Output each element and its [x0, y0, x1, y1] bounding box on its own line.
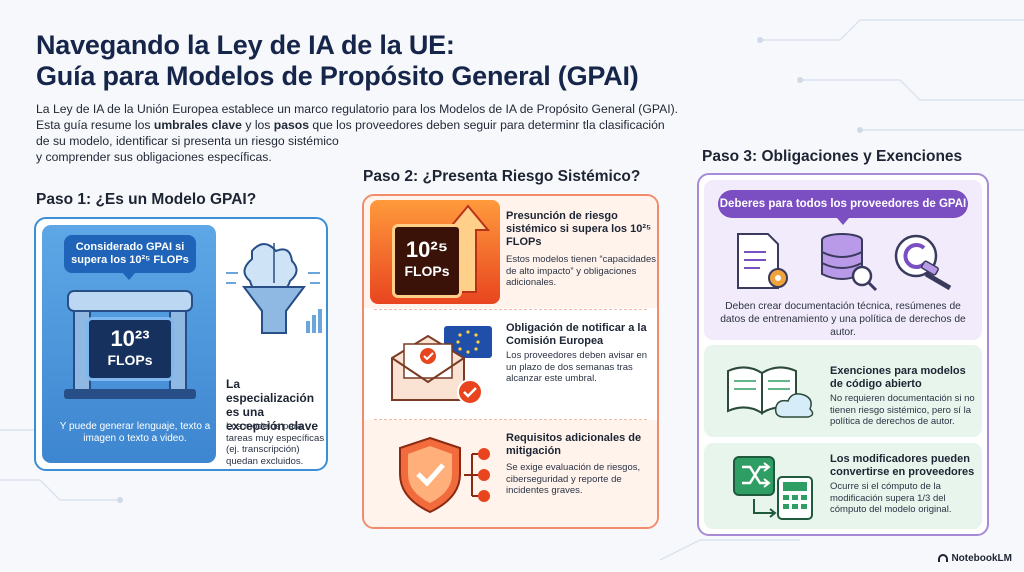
mitigation-heading: Requisitos adicionales de mitigación — [506, 432, 642, 457]
notify-heading: Obligación de notificar a la Comisión Eu… — [506, 322, 647, 347]
brand-name: NotebookLM — [951, 553, 1012, 564]
document-gear-icon — [737, 233, 788, 289]
step2-panel: 10²⁵ FLOPs Presunción de riesgo sistémic… — [362, 194, 659, 529]
intro-text: Esta guía resume los — [36, 118, 154, 132]
gpai-capabilities-caption: Y puede generar lenguaje, texto a imagen… — [59, 421, 211, 444]
duties-box: Deberes para todos los proveedores de GP… — [704, 180, 982, 340]
chip-number: 10²⁵ — [405, 237, 449, 262]
intro-paragraph: La Ley de IA de la Unión Europea estable… — [36, 101, 716, 165]
modifiers-heading: Los modificadores pueden convertirse en … — [830, 453, 975, 478]
mitigation-row: Requisitos adicionales de mitigación Se … — [364, 420, 657, 527]
step2-title: Paso 2: ¿Presenta Riesgo Sistémico? — [363, 168, 641, 185]
database-search-icon — [821, 233, 878, 292]
modifiers-text: Ocurre si el cómputo de la modificación … — [830, 481, 952, 515]
flops-chip-1e23: 10²³ FLOPs — [86, 317, 174, 381]
page-title-line2: Guía para Modelos de Propósito General (… — [36, 61, 639, 91]
gpai-threshold-bubble: Considerado GPAI si supera los 10²⁵ FLOP… — [64, 235, 196, 280]
duties-pill: Deberes para todos los proveedores de GP… — [718, 190, 968, 225]
page-title: Navegando la Ley de IA de la UE: Guía pa… — [36, 30, 736, 92]
open-book-cloud-icon — [727, 366, 814, 418]
step3-title: Paso 3: Obligaciones y Exenciones — [702, 148, 963, 165]
chip-number: 10²³ — [110, 326, 150, 351]
flops-chip-1e25: 10²⁵ FLOPs — [392, 224, 462, 298]
notify-text: Los proveedores deben avisar en un plazo… — [506, 350, 648, 384]
open-source-heading: Exenciones para modelos de código abiert… — [830, 365, 966, 390]
intro-line1: La Ley de IA de la Unión Europea estable… — [36, 102, 679, 116]
gpai-threshold-card: Considerado GPAI si supera los 10²⁵ FLOP… — [42, 225, 216, 463]
brain-funnel-icon — [226, 243, 322, 334]
chip-unit: FLOPs — [404, 263, 450, 279]
shield-check-icon — [399, 436, 490, 514]
intro-line4: y comprender sus obligaciones específica… — [36, 150, 272, 164]
intro-bold-thresholds: umbrales clave — [153, 118, 242, 132]
intro-text: que los proveedores deben seguir para de… — [309, 118, 665, 132]
divider — [374, 309, 647, 310]
systemic-risk-row: 10²⁵ FLOPs Presunción de riesgo sistémic… — [364, 196, 657, 308]
specialization-heading: La especialización es una excepción clav… — [226, 377, 319, 433]
step1-panel: Considerado GPAI si supera los 10²⁵ FLOP… — [34, 217, 328, 471]
brand-logo: NotebookLM — [938, 553, 1012, 564]
duties-text: Deben crear documentación técnica, resúm… — [720, 301, 966, 338]
step1-title: Paso 1: ¿Es un Modelo GPAI? — [36, 191, 257, 208]
systemic-risk-heading: Presunción de riesgo sistémico si supera… — [506, 210, 652, 248]
step3-panel: Deberes para todos los proveedores de GP… — [697, 173, 989, 536]
specialization-text: Los modelos para tareas muy específicas … — [226, 421, 325, 467]
open-source-exemption-box: Exenciones para modelos de código abiert… — [704, 345, 982, 437]
intro-text: y los — [241, 118, 274, 132]
intro-line2: Esta guía resume los umbrales clave y lo… — [36, 117, 716, 133]
systemic-risk-text: Estos modelos tienen “capacidades de alt… — [506, 254, 656, 288]
intro-bold-steps: pasos — [273, 118, 310, 132]
page-title-line1: Navegando la Ley de IA de la UE: — [36, 30, 455, 60]
chip-unit: FLOPs — [107, 352, 153, 368]
envelope-eu-flag-icon — [391, 326, 492, 405]
open-source-text: No requieren documentación si no tienen … — [830, 393, 975, 427]
modifiers-box: Los modificadores pueden convertirse en … — [704, 443, 982, 529]
shuffle-calculator-icon — [733, 456, 813, 520]
duties-icons — [737, 233, 952, 292]
notebooklm-logo-icon — [938, 554, 949, 563]
mitigation-text: Se exige evaluación de riesgos, ciberseg… — [506, 462, 641, 496]
notify-commission-row: Obligación de notificar a la Comisión Eu… — [364, 310, 657, 418]
divider — [374, 419, 647, 420]
intro-line3: de su modelo, identificar si presenta un… — [36, 134, 339, 148]
copyright-gavel-icon — [894, 234, 952, 291]
